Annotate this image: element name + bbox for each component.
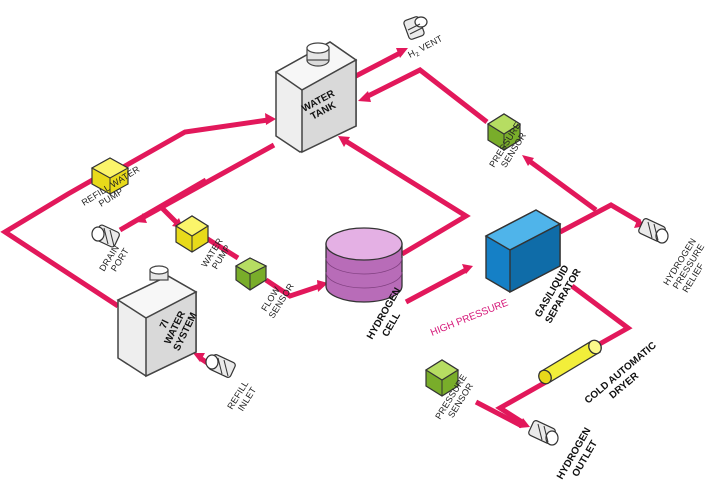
- vent-fitting-icon: [403, 16, 428, 40]
- h2-vent: H2 VENT: [403, 16, 445, 60]
- inlet-fitting-icon: [205, 354, 236, 378]
- pipe-separator-to-sensor: [526, 157, 598, 213]
- high-pressure-label: HIGH PRESSURE: [429, 297, 510, 338]
- arrow-into-tank-right: [358, 91, 371, 102]
- drain-fitting-icon: [91, 224, 120, 248]
- arrow-into-water-system: [193, 353, 205, 362]
- pressure-sensor-bottom: PRESSURE SENSOR: [424, 359, 475, 421]
- arrow-back-to-tank: [338, 136, 350, 147]
- pipe-sensor-to-tank: [364, 67, 489, 124]
- arrow-into-cell: [317, 280, 328, 292]
- water-pump: WATER PUMP: [174, 215, 233, 271]
- hydrogen-pressure-relief-label: HYDROGEN PRESSURE RELIEF: [661, 234, 710, 298]
- pipe-pump-to-flow: [204, 235, 240, 261]
- flow-sensor: FLOW SENSOR: [234, 257, 296, 320]
- hydrogen-outlet-label: HYDROGEN OUTLET: [555, 424, 605, 484]
- water-system-7l: 7l WATER SYSTEM: [116, 265, 200, 378]
- drain-port: DRAIN PORT: [91, 224, 131, 279]
- hydrogen-cell: HYDROGEN CELL: [325, 227, 403, 342]
- pipe-tank-to-water-system: [118, 177, 208, 233]
- pipe-separator-to-relief: [558, 202, 642, 235]
- pipe-network: [0, 48, 646, 429]
- hydrogen-pressure-relief: HYDROGEN PRESSURE RELIEF: [638, 218, 710, 298]
- arrow-to-pressure-sensor: [522, 155, 534, 166]
- water-tank: WATER TANK: [274, 41, 358, 154]
- pipe-separator-to-dryer: [570, 284, 633, 349]
- pressure-sensor-top: PRESSURE SENSOR: [486, 113, 528, 169]
- arrow-into-tank-left: [265, 113, 276, 125]
- pipe-flow-to-cell: [264, 277, 321, 299]
- pipe-left-loop: [0, 175, 120, 309]
- refill-inlet: REFILL INLET: [205, 354, 260, 417]
- hydrogen-outlet: HYDROGEN OUTLET: [528, 420, 605, 484]
- pipe-high-pressure: [404, 267, 468, 305]
- pipe-cell-to-tank: [342, 137, 471, 257]
- pipe-refill-pump-to-tank: [116, 117, 269, 173]
- pipe-branch-to-water-pump: [160, 206, 178, 224]
- pipe-dryer-to-outlet: [495, 379, 548, 425]
- arrow-to-vent: [396, 48, 408, 58]
- refill-water-pump: REFILL WATER PUMP: [80, 157, 142, 209]
- arrow-high-pressure: [462, 264, 473, 274]
- pipe-tank-to-vent: [350, 49, 404, 81]
- pipe-bottom-sensor-to-outlet: [474, 399, 524, 429]
- relief-fitting-icon: [638, 218, 669, 244]
- cold-automatic-dryer: COLD AUTOMATIC DRYER: [538, 339, 659, 406]
- outlet-fitting-icon: [528, 420, 559, 446]
- drain-port-label: DRAIN PORT: [97, 241, 131, 279]
- refill-inlet-label: REFILL INLET: [225, 377, 260, 417]
